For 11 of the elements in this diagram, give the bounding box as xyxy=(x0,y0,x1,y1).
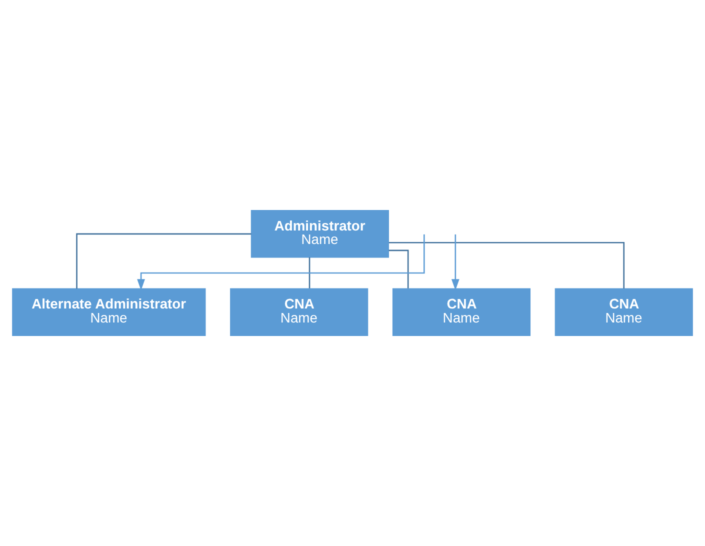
arrow xyxy=(451,234,460,290)
connector xyxy=(308,257,310,288)
connector xyxy=(388,250,409,288)
node-box: Administrator Name xyxy=(250,210,389,258)
connector xyxy=(388,242,625,289)
node-box: CNA Name xyxy=(554,288,693,336)
arrow xyxy=(137,234,425,290)
node-box: CNA Name xyxy=(230,288,368,336)
node-box: CNA Name xyxy=(392,288,531,336)
node-box: Alternate Administrator Name xyxy=(12,288,206,336)
connector xyxy=(76,233,252,289)
